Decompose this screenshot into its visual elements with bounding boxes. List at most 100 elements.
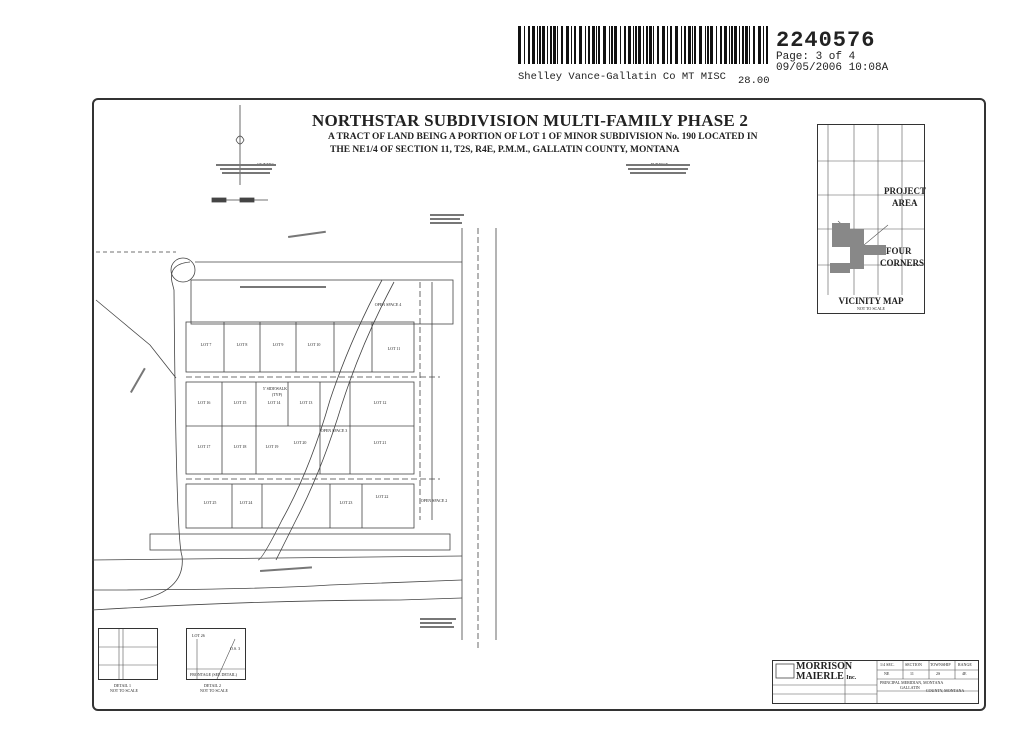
barcode-bar <box>609 26 610 64</box>
barcode-bar <box>624 26 626 64</box>
vicinity-word: AREA <box>892 198 918 208</box>
barcode-bar <box>707 26 709 64</box>
lot-label: LOT 19 <box>265 444 279 449</box>
county: GALLATIN <box>900 685 920 690</box>
barcode-bar <box>603 26 606 64</box>
plat-sheet <box>92 98 986 711</box>
barcode-bar <box>528 26 530 64</box>
sidewalk-typ: (TYP) <box>271 392 283 397</box>
barcode-bar <box>537 26 538 64</box>
detail-1-label: DETAIL 1 <box>114 683 131 688</box>
plat-title: NORTHSTAR SUBDIVISION MULTI-FAMILY PHASE… <box>312 111 749 130</box>
barcode <box>518 26 768 64</box>
barcode-bar <box>643 26 644 64</box>
barcode-bar <box>684 26 686 64</box>
detail-2-lot: LOT 26 <box>192 633 205 638</box>
lot-label: LOT 7 <box>200 342 212 347</box>
lot-label: LOT 15 <box>233 400 247 405</box>
barcode-bar <box>557 26 558 64</box>
open-space-label: OPEN SPACE 2 <box>420 498 448 503</box>
vicinity-map-title: VICINITY MAP <box>838 296 904 306</box>
barcode-bar <box>739 26 740 64</box>
barcode-bar <box>574 26 576 64</box>
barcode-bar <box>547 26 548 64</box>
col-township: TOWNSHIP <box>930 662 951 667</box>
barcode-bar <box>694 26 696 64</box>
vicinity-map-scale: NOT TO SCALE <box>856 306 885 311</box>
val-range: 4E <box>962 671 967 676</box>
barcode-bar <box>749 26 750 64</box>
barcode-bar <box>518 26 521 64</box>
barcode-bar <box>716 26 717 64</box>
lot-label: LOT 9 <box>272 342 284 347</box>
barcode-bar <box>633 26 634 64</box>
barcode-bar <box>542 26 545 64</box>
north-arrow-icon <box>235 135 245 145</box>
lot-label: LOT 12 <box>373 400 387 405</box>
lot-label: LOT 11 <box>387 346 401 351</box>
lot-label: LOT 22 <box>375 494 389 499</box>
barcode-bar <box>729 26 730 64</box>
barcode-bar <box>675 26 678 64</box>
vicinity-word: FOUR <box>886 246 912 256</box>
barcode-bar <box>635 26 637 64</box>
lot-label: LOT 17 <box>197 444 211 449</box>
vicinity-word: PROJECT <box>884 186 927 196</box>
vicinity-map-drawing <box>818 125 924 295</box>
road-south-3 <box>91 597 463 611</box>
diagonal-road <box>95 299 177 379</box>
road-south-2 <box>91 579 463 591</box>
upper-parcel <box>190 279 454 325</box>
scale-bar-seg-1 <box>211 197 227 203</box>
barcode-bar <box>592 26 595 64</box>
col-range: RANGE <box>958 662 972 667</box>
road-west-edge <box>139 261 191 601</box>
record-number: 2240576 <box>776 28 876 53</box>
lot-label: LOT 13 <box>299 400 313 405</box>
state: COUNTY, MONTANA <box>926 688 965 693</box>
barcode-bar <box>653 26 654 64</box>
barcode-bar <box>585 26 586 64</box>
barcode-bar <box>566 26 569 64</box>
lot-row-a <box>185 321 415 373</box>
barcode-bar <box>763 26 764 64</box>
barcode-bar <box>758 26 761 64</box>
detail-1-box <box>98 628 158 680</box>
recording-fee: 28.00 <box>738 75 770 87</box>
barcode-bar <box>553 26 556 64</box>
barcode-bar <box>596 26 597 64</box>
barcode-bar <box>745 26 748 64</box>
detail-1-scale: NOT TO SCALE <box>110 688 139 693</box>
barcode-bar <box>649 26 652 64</box>
firm-name-line-2-text: MAIERLE <box>796 671 844 682</box>
recorder-line: Shelley Vance-Gallatin Co MT MISC <box>518 71 726 83</box>
lot-row-d <box>185 483 415 529</box>
vicinity-word: CORNERS <box>880 258 925 268</box>
val-township: 2S <box>936 671 941 676</box>
lot-label: LOT 24 <box>239 500 253 505</box>
detail-2-box <box>186 628 246 680</box>
open-space-label: OPEN SPACE 3 <box>320 428 348 433</box>
barcode-bar <box>662 26 665 64</box>
plat-subtitle-1: A TRACT OF LAND BEING A PORTION OF LOT 1… <box>328 132 758 142</box>
lot-label: LOT 25 <box>203 500 217 505</box>
barcode-bar <box>628 26 631 64</box>
val-section: 11 <box>910 671 914 676</box>
barcode-bar <box>524 26 525 64</box>
bottom-strip <box>149 533 451 551</box>
barcode-bar <box>699 26 702 64</box>
barcode-bar <box>724 26 727 64</box>
barcode-bar <box>688 26 691 64</box>
title-block <box>772 660 979 704</box>
barcode-bar <box>657 26 659 64</box>
barcode-bar <box>611 26 613 64</box>
barcode-bar <box>646 26 648 64</box>
detail-2-open-space: O.S. 3 <box>230 646 241 651</box>
lot-label: LOT 14 <box>267 400 281 405</box>
page-label: Page: 3 of 4 <box>776 51 856 63</box>
vicinity-map <box>817 124 925 314</box>
sidewalk-path <box>257 279 383 561</box>
barcode-bar <box>539 26 541 64</box>
firm-name-line-2: MAIERLE Inc. <box>796 672 856 683</box>
